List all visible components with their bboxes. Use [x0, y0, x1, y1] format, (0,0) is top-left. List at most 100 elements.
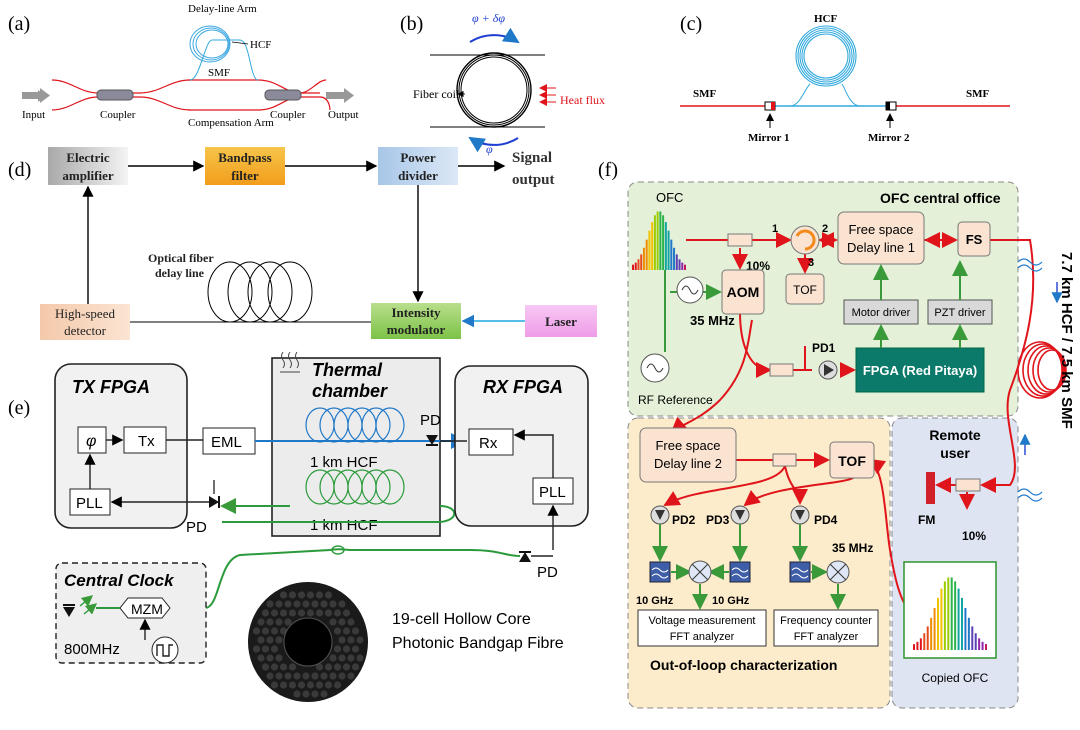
fibre-cell — [329, 618, 337, 626]
thermal-chamber — [271, 357, 441, 537]
fibre-cell — [320, 672, 328, 680]
fibre-cell — [284, 618, 292, 626]
coupler-f3 — [772, 453, 797, 467]
fibre-cell — [306, 609, 315, 617]
fibre-cell — [356, 654, 364, 662]
fibre-cell — [261, 627, 270, 635]
label-fpga: FPGA (Red Pitaya) — [863, 363, 977, 378]
tof2-box — [829, 441, 875, 479]
fibre-cell — [297, 591, 306, 599]
fibre-cell — [329, 672, 337, 680]
label-pd-bottom: PD — [537, 564, 558, 581]
fibre-cell — [342, 663, 351, 671]
phase-box — [77, 426, 107, 454]
hcf-coil-a — [189, 25, 231, 63]
fibre-cell — [252, 645, 261, 653]
panel-f: (f) OFC central office OFC — [598, 159, 1075, 709]
fibre-cell — [297, 609, 306, 617]
panel-c: (c) HCF SMF SMF Mirror 1 Mirror 2 — [680, 13, 1010, 144]
fiber-coil-b — [456, 52, 532, 128]
fibre-cell — [333, 609, 342, 617]
coupler-f2 — [769, 363, 794, 377]
panel-label-c: (c) — [680, 13, 702, 35]
fibre-cell — [324, 609, 333, 617]
label-ool: Out-of-loop characterization — [650, 657, 837, 673]
fibre-cell — [302, 672, 310, 680]
green-fiber-e — [204, 498, 521, 609]
label-hcf-c: HCF — [814, 13, 838, 25]
label-fm: FM — [918, 513, 935, 527]
green-ool-path — [652, 524, 846, 610]
label-port1: 1 — [772, 223, 778, 235]
fibre-cell — [351, 645, 360, 653]
label-fsdl1-2: Delay line 1 — [847, 240, 915, 255]
label-remote-1: Remote — [929, 427, 981, 443]
fibre-cell — [261, 645, 270, 653]
label-tof1: TOF — [793, 283, 817, 297]
label-freqc-2: FFT analyzer — [794, 631, 859, 643]
label-thermal-1: Thermal — [312, 360, 383, 380]
label-fsdl2-2: Delay line 2 — [654, 456, 722, 471]
label-35mhz-b: 35 MHz — [832, 541, 873, 555]
label-fiber-coil: Fiber coil — [413, 87, 460, 101]
fibre-cell — [293, 690, 301, 698]
copied-ofc-box — [903, 561, 997, 659]
fibre-cell — [266, 654, 274, 662]
label-ofdl-1: Optical fiber — [148, 251, 214, 265]
label-central-clock: Central Clock — [64, 571, 175, 590]
label-port2: 2 — [822, 223, 828, 235]
panel-label-e: (e) — [8, 397, 30, 419]
tof1-box — [785, 273, 825, 305]
fibre-cell — [333, 627, 342, 635]
label-motor: Motor driver — [852, 307, 911, 319]
intensity-modulator — [371, 303, 461, 339]
tx-box — [123, 426, 167, 454]
fibre-cell — [275, 654, 283, 662]
fibre-cell — [261, 663, 270, 671]
fibre-cell — [347, 618, 355, 626]
fibre-cell — [275, 636, 283, 644]
fibre-cell — [275, 618, 283, 626]
label-hcf-a: HCF — [250, 39, 271, 51]
label-freqc-1: Frequency counter — [780, 615, 872, 627]
faraday-mirror — [926, 472, 935, 504]
hcf-coil-c — [795, 25, 857, 87]
label-fs: FS — [966, 232, 983, 247]
label-10pct-b: 10% — [962, 529, 986, 543]
label-10ghz-a: 10 GHz — [636, 595, 674, 607]
fibre-cell — [275, 672, 283, 680]
pll-rx-box — [532, 477, 574, 505]
fibre-cell — [324, 663, 333, 671]
fibre-cell — [306, 681, 315, 689]
label-smf-left: SMF — [693, 88, 717, 100]
fibre-cell — [324, 681, 333, 689]
label-eml: EML — [211, 434, 242, 451]
label-volt-1: Voltage measurement — [648, 615, 755, 627]
label-fibre-1: 19-cell Hollow Core — [392, 611, 531, 628]
label-tof2: TOF — [838, 453, 866, 469]
label-output: Output — [328, 109, 359, 121]
fibre-cell — [302, 690, 310, 698]
label-fsdl2-1: Free space — [655, 438, 720, 453]
pd-bottom-icon — [519, 551, 531, 562]
label-coupler-right: Coupler — [270, 109, 306, 121]
fibre-cell — [347, 672, 355, 680]
fibre-cell — [275, 600, 283, 608]
fibre-cell — [311, 600, 319, 608]
label-signal-2: output — [512, 172, 555, 188]
fibre-cell — [315, 681, 324, 689]
voltage-box — [637, 609, 767, 647]
output-arrow-icon — [326, 92, 344, 99]
label-10ghz-b: 10 GHz — [712, 595, 750, 607]
label-fsdl1-1: Free space — [848, 222, 913, 237]
label-rfref: RF Reference — [638, 393, 713, 407]
label-mod-2: modulator — [387, 322, 446, 337]
link-direction-arrows — [1019, 282, 1063, 455]
laser-diode-icon — [63, 595, 98, 617]
fibre-cell — [315, 609, 324, 617]
fibre-cell — [356, 636, 364, 644]
panel-a: (a) Delay-line Arm HCF SMF — [8, 3, 359, 129]
fibre-cell — [347, 636, 355, 644]
fsdl1-box — [837, 211, 925, 265]
fibre-cell — [293, 672, 301, 680]
